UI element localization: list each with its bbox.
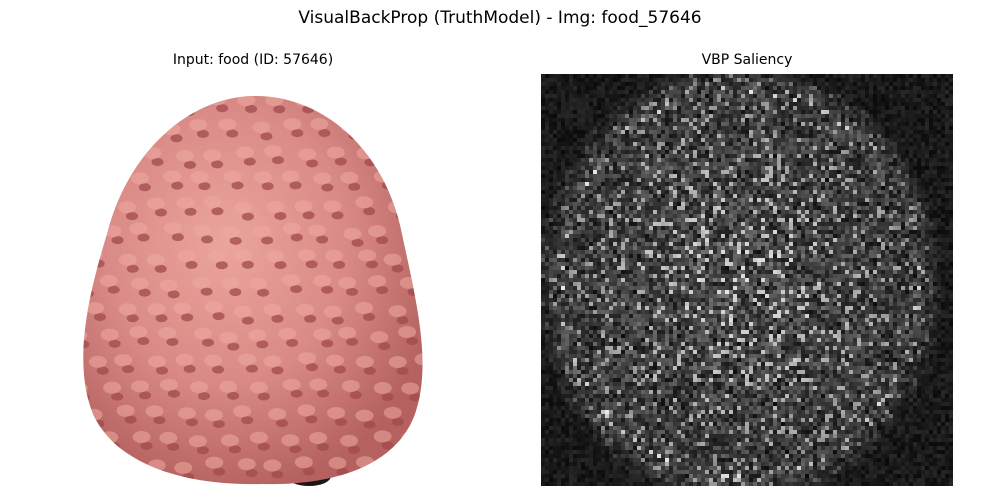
figure-title: VisualBackProp (TruthModel) - Img: food_… <box>298 8 702 28</box>
fruit-texture <box>83 95 423 481</box>
fruit-photo <box>47 74 459 486</box>
saliency-heatmap <box>541 74 953 486</box>
saliency-title: VBP Saliency <box>701 52 793 68</box>
saliency-map <box>541 74 953 486</box>
input-image <box>47 74 459 486</box>
input-image-title: Input: food (ID: 57646) <box>172 52 334 68</box>
